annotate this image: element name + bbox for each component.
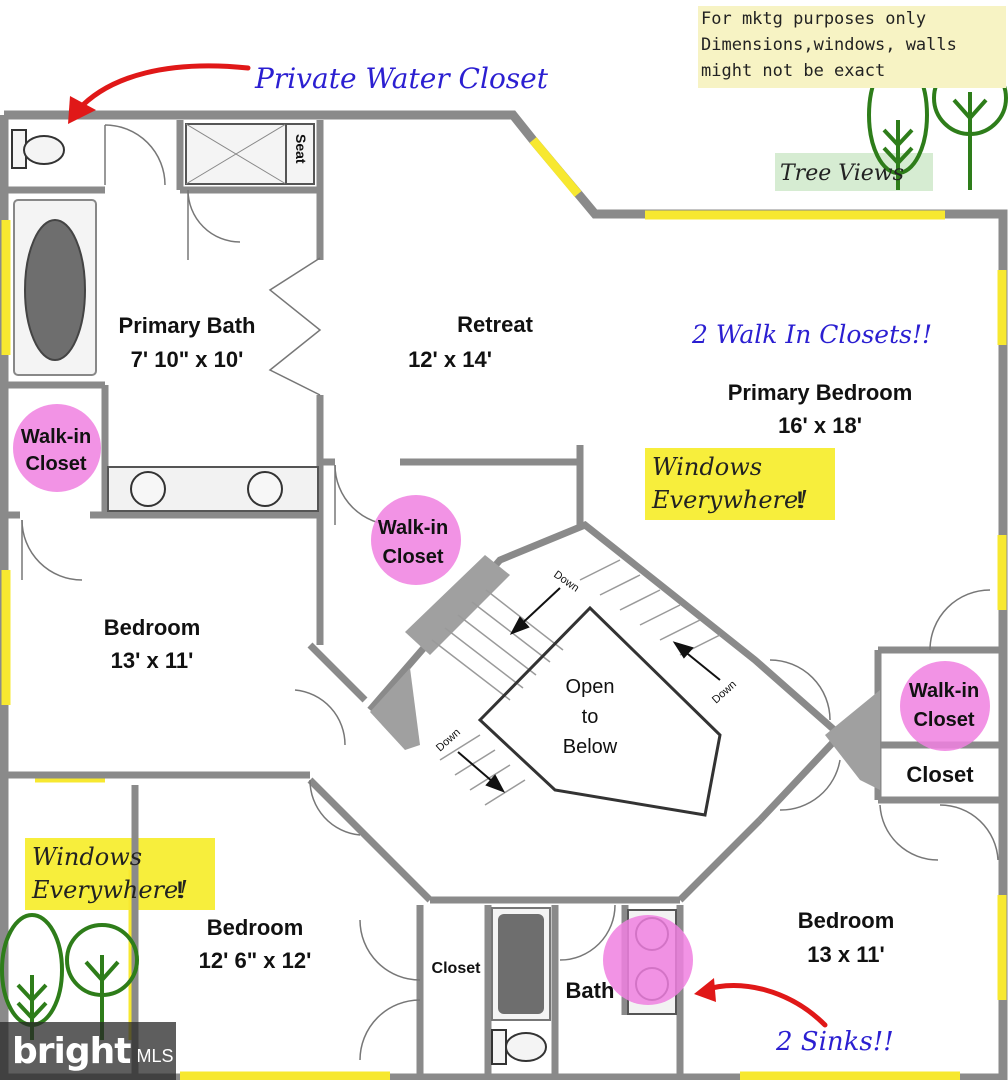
walk-in-closet-1-line1: Walk-in [21, 426, 91, 448]
seat-label: Seat [293, 134, 309, 164]
open-to-below-line2: to [582, 706, 599, 728]
windows-right-line2: Everywhere! [651, 486, 808, 514]
sinks-arrowhead [694, 978, 716, 1002]
window-retreat [529, 137, 582, 197]
tub-primary-basin [24, 219, 86, 361]
red-arrows [75, 63, 828, 1028]
walk-in-closet-highlight-3 [900, 661, 990, 751]
primary-bath-size: 7' 10" x 10' [131, 347, 244, 372]
sink-primary-2 [247, 471, 283, 507]
stair-arrows [457, 587, 721, 793]
down-label-3: Down [434, 726, 463, 754]
windows-left-bang: ! [176, 877, 184, 904]
water-closet-annotation: Private Water Closet [254, 62, 549, 95]
bedroom-left-size: 13' x 11' [111, 648, 194, 673]
walk-in-closet-3-line1: Walk-in [909, 680, 979, 702]
windows-note-bg-right [645, 448, 835, 520]
interior-walls [8, 120, 1000, 1075]
closet-right-name: Closet [906, 762, 974, 787]
tub-hall-basin [498, 914, 544, 1014]
sinks-arrow [702, 982, 828, 1028]
walk-in-closet-highlight-2 [371, 495, 461, 585]
windows-right-bang: ! [796, 487, 804, 514]
stair-handrail [477, 605, 722, 817]
shower-seat [285, 123, 315, 185]
bedroom-br-size: 13 x 11' [807, 942, 884, 967]
tree-views-annotation: Tree Views [780, 161, 904, 186]
retreat-size: 12' x 14' [408, 347, 492, 372]
bath-name: Bath [566, 978, 615, 1003]
watermark-suffix: MLS [136, 1045, 174, 1066]
toilet-hall-tank [491, 1029, 507, 1065]
walk-in-closet-highlight-1 [13, 404, 101, 492]
open-to-below-line1: Open [566, 676, 615, 698]
water-closet-arrow [75, 63, 251, 113]
open-to-below-line3: Below [563, 736, 618, 758]
windows-left-line1: Windows [32, 843, 142, 871]
bedroom-left-name: Bedroom [104, 615, 201, 640]
primary-bedroom-size: 16' x 18' [778, 413, 862, 438]
walk-in-closet-3-line2: Closet [913, 709, 974, 731]
windows-left-line2: Everywhere! [31, 876, 188, 904]
toilet-hall-bowl [505, 1032, 547, 1062]
water-closet-arrowhead [68, 96, 96, 124]
bedroom-bl-name: Bedroom [207, 915, 304, 940]
watermark-brand: bright [12, 1030, 131, 1072]
fixtures [11, 123, 677, 1065]
primary-bath-name: Primary Bath [119, 313, 256, 338]
primary-bedroom-name: Primary Bedroom [728, 380, 913, 405]
bedroom-br-name: Bedroom [798, 908, 895, 933]
closet-bottom-name: Closet [432, 960, 482, 977]
marketing-disclaimer: For mktg purposes only Dimensions,window… [698, 6, 1006, 88]
windows-note-bg-left [25, 838, 215, 910]
sink-primary-1 [130, 471, 166, 507]
walk-in-closet-1-line2: Closet [25, 453, 86, 475]
down-label-2: Down [710, 678, 739, 706]
highlights [13, 404, 990, 1005]
retreat-name: Retreat [457, 312, 533, 337]
sinks-highlight [603, 915, 693, 1005]
walk-in-closet-2-line1: Walk-in [378, 517, 448, 539]
toilet-bowl [23, 135, 65, 165]
bedroom-bl-size: 12' 6" x 12' [199, 948, 312, 973]
walk-in-closet-2-line2: Closet [382, 546, 443, 568]
windows-right-line1: Windows [652, 453, 762, 481]
walk-in-closets-annotation: 2 Walk In Closets!! [691, 320, 932, 349]
door-swings [21, 124, 999, 1061]
shaded-blocks [370, 555, 880, 790]
brightmls-watermark: bright MLS [0, 1022, 176, 1080]
sinks-annotation: 2 Sinks!! [775, 1027, 894, 1057]
